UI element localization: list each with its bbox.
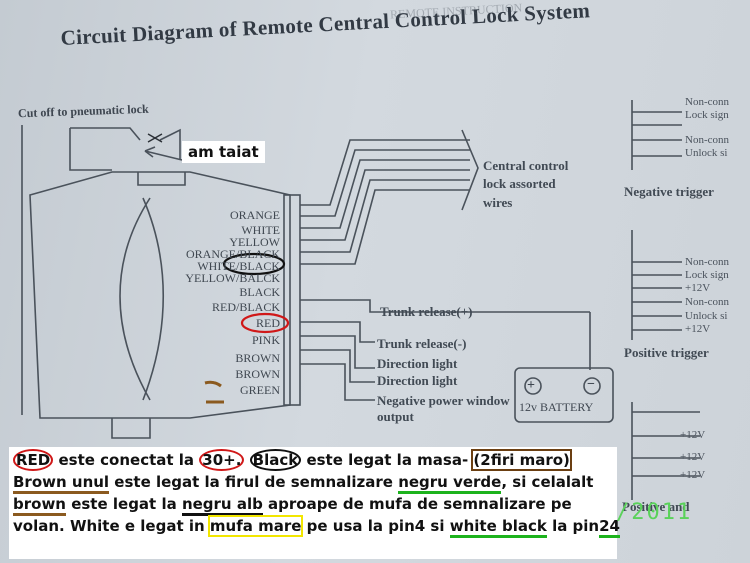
- neg-trigger-line-3: Non-conn: [685, 134, 729, 146]
- direction-light-1: Direction light: [377, 356, 458, 371]
- positive-and-label: Positive and: [622, 499, 690, 514]
- battery-outline: [514, 367, 614, 423]
- wire-label-brown-1: BROWN: [235, 351, 280, 365]
- note-text: este legat la: [65, 495, 182, 513]
- central-control-line-2: lock assorted: [483, 176, 556, 191]
- box-curve-a: [142, 197, 164, 401]
- brown-mark-1: [204, 380, 222, 388]
- cut-callout: am taiat: [182, 141, 265, 163]
- wire-label-brown-2: BROWN: [235, 367, 280, 381]
- positive-trigger-label: Positive trigger: [624, 345, 709, 360]
- neg-trigger-line-4: Unlock si: [685, 147, 728, 159]
- direction-light-2: Direction light: [377, 373, 458, 388]
- wire-label-red-black: RED/BLACK: [211, 300, 280, 314]
- negative-trigger-label: Negative trigger: [624, 184, 714, 199]
- note-highlight: white black: [449, 517, 547, 538]
- note-text: volan. White e legat in: [13, 517, 210, 535]
- lower-right-12v-2: +12V: [680, 451, 706, 463]
- control-box-outline: [29, 171, 291, 419]
- wire-label-pink: PINK: [251, 333, 280, 347]
- note-text: este conectat la: [53, 451, 200, 469]
- pos-trigger-line-1: Non-conn: [685, 256, 729, 268]
- note-text: este legat la masa-: [301, 451, 474, 469]
- wire-label-yellow-black: YELLOW/BALCK: [185, 271, 280, 285]
- pos-trigger-line-5: Unlock si: [685, 310, 728, 322]
- note-highlight: RED: [13, 449, 54, 471]
- note-highlight: 30+.: [199, 449, 245, 471]
- trunk-release-neg: Trunk release(-): [377, 336, 467, 351]
- box-curve-b: [119, 197, 151, 401]
- wire-label-white: WHITE: [241, 223, 280, 237]
- note-text: aproape de mufa de semnalizare pe: [262, 495, 572, 513]
- black-wire-circle: [222, 252, 286, 276]
- lower-right-lines: [631, 402, 700, 500]
- note-text: este legat la firul de semnalizare: [109, 473, 399, 491]
- lower-right-12v-1: +12V: [680, 429, 706, 441]
- pos-trigger-line-4: Non-conn: [685, 296, 729, 308]
- terminal-strip: [283, 194, 301, 406]
- wire-label-white-black: WHITE/BLACK: [197, 259, 280, 273]
- cut-wire-a: [70, 127, 141, 141]
- note-highlight: brown: [13, 495, 66, 516]
- lower-right-12v-3: +12V: [680, 469, 706, 481]
- pos-trigger-line-6: +12V: [685, 323, 711, 335]
- note-line: volan. White e legat in mufa mare pe usa…: [13, 515, 620, 538]
- note-text: [244, 451, 249, 469]
- note-highlight: Brown unul: [13, 473, 110, 494]
- neg-power-window-line-1: Negative power window: [377, 393, 510, 408]
- scissors-icon: [147, 133, 163, 143]
- note-text: , si celalalt: [501, 473, 594, 491]
- neg-trigger-line-1: Non-conn: [685, 96, 729, 108]
- cut-wire-b: [159, 128, 181, 160]
- note-text: la pin: [546, 517, 600, 535]
- battery-plus-icon: +: [527, 378, 535, 393]
- note-highlight: negru alb: [181, 495, 263, 516]
- neg-power-window-line-2: output: [377, 409, 414, 424]
- red-wire-circle: [240, 312, 290, 334]
- wire-label-orange: ORANGE: [230, 208, 280, 222]
- wire-label-black: BLACK: [239, 285, 280, 299]
- wire-label-yellow: YELLOW: [229, 235, 280, 249]
- date-watermark: /2011: [616, 500, 693, 525]
- callout-arrow: [144, 150, 183, 161]
- note-line: RED este conectat la 30+. Black este leg…: [13, 449, 613, 471]
- positive-trigger-lines: [631, 230, 682, 340]
- note-highlight: Black: [249, 449, 302, 471]
- trunk-neg-wire: [300, 321, 375, 343]
- negative-trigger-lines: [631, 100, 682, 170]
- note-highlight: (2firi maro): [471, 449, 572, 471]
- battery-minus-icon: −: [587, 377, 595, 392]
- pos-trigger-line-3: +12V: [685, 282, 711, 294]
- note-highlight: negru verde: [398, 473, 502, 494]
- pneumatic-lock-wire: [69, 128, 112, 171]
- central-control-line-3: wires: [483, 195, 513, 210]
- wire-label-red: RED: [256, 316, 280, 330]
- trunk-release-pos: Trunk release(+): [380, 304, 473, 319]
- note-text: pe usa la pin4 si: [301, 517, 450, 535]
- note-line: Brown unul este legat la firul de semnal…: [13, 471, 613, 494]
- box-tab-bottom: [111, 418, 151, 439]
- pos-trigger-line-2: Lock sign: [685, 269, 729, 281]
- note-line: brown este legat la negru alb aproape de…: [13, 493, 613, 516]
- wire-label-green: GREEN: [240, 383, 280, 397]
- central-control-line-1: Central control: [483, 158, 569, 173]
- wire-label-orange-black: ORANGE/BLACK: [185, 247, 280, 261]
- central-control-brace: [461, 129, 479, 211]
- box-tab-top: [137, 172, 186, 186]
- annotation-note: RED este conectat la 30+. Black este leg…: [9, 447, 620, 559]
- trunk-pos-wire: [300, 299, 590, 313]
- neg-trigger-line-2: Lock sign: [685, 109, 729, 121]
- note-highlight: 24: [599, 517, 620, 538]
- battery-label: 12v BATTERY: [519, 400, 594, 414]
- note-highlight: mufa mare: [207, 515, 304, 537]
